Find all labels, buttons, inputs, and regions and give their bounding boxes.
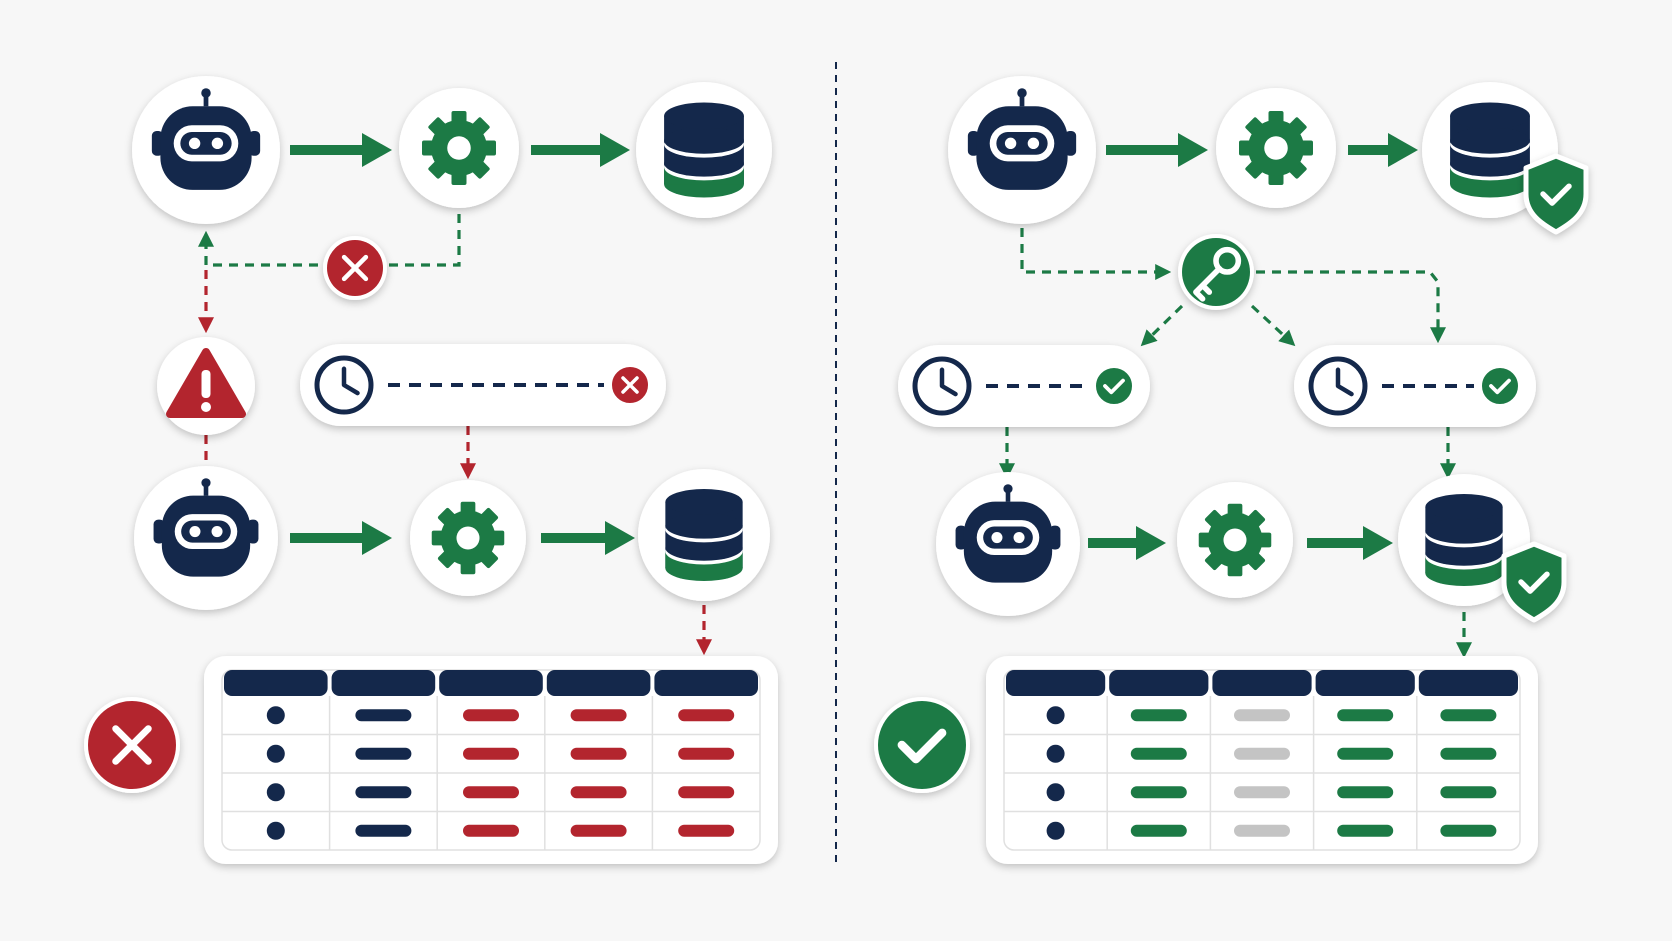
corrupted-results-table	[204, 656, 778, 864]
robot-agent-icon	[948, 76, 1096, 224]
cell-value-bar	[1440, 709, 1497, 722]
row-bullet	[1046, 821, 1065, 840]
robot-agent-icon	[132, 76, 280, 224]
robot-agent-icon	[134, 466, 278, 610]
credential-path-left	[1140, 304, 1184, 347]
flow-arrow	[1307, 526, 1393, 560]
check-mark-icon	[1480, 366, 1520, 406]
database-icon	[636, 82, 772, 218]
table-header-cell	[224, 670, 328, 696]
cell-value-bar	[678, 747, 735, 760]
row-bullet	[1046, 706, 1065, 725]
table-header-cell	[1418, 670, 1518, 696]
row-bullet	[1046, 744, 1065, 763]
row-bullet	[266, 744, 285, 763]
credential-path-right	[1256, 270, 1446, 344]
cell-value-bar	[1234, 824, 1290, 837]
warning-triangle-icon	[157, 337, 255, 435]
flow-arrow	[541, 521, 635, 555]
cell-value-bar	[1337, 786, 1394, 799]
cell-value-bar	[570, 709, 627, 722]
cell-value-bar	[570, 747, 627, 760]
cell-value-bar	[678, 786, 735, 799]
cell-value-bar	[1337, 747, 1394, 760]
credential-path-in	[1020, 228, 1172, 280]
nodes-layer	[84, 76, 1589, 864]
row-bullet	[266, 821, 285, 840]
database-icon	[638, 469, 770, 601]
check-mark-icon	[874, 697, 970, 793]
clock-icon	[314, 355, 374, 415]
table-header-cell	[1109, 670, 1209, 696]
table-header-cell	[439, 670, 543, 696]
row-bullet	[266, 783, 285, 802]
database-icon	[1398, 474, 1530, 606]
cell-value-bar	[1234, 786, 1290, 799]
cell-value-bar	[463, 709, 519, 722]
gear-icon	[1216, 88, 1336, 208]
shield-check-icon	[1523, 153, 1589, 235]
table-header-cell	[654, 670, 758, 696]
table-header-cell	[1315, 670, 1415, 696]
cell-value-bar	[1440, 824, 1497, 837]
cell-value-bar	[1440, 747, 1497, 760]
x-mark-icon	[610, 365, 650, 405]
flow-arrow	[1348, 133, 1418, 167]
cell-value-bar	[1337, 824, 1394, 837]
key-icon	[1178, 234, 1254, 310]
cell-value-bar	[1130, 747, 1187, 760]
cell-value-bar	[463, 824, 519, 837]
flow-arrow	[1106, 133, 1208, 167]
flow-arrow	[1088, 526, 1166, 560]
scheduled-retry-timeline	[898, 345, 1150, 427]
cell-value-bar	[1337, 709, 1394, 722]
cell-value-bar	[678, 824, 735, 837]
cell-value-bar	[355, 747, 412, 760]
gear-icon	[410, 480, 526, 596]
gear-icon	[399, 88, 519, 208]
cell-value-bar	[678, 709, 735, 722]
cell-value-bar	[1130, 709, 1187, 722]
shield-check-icon	[1501, 541, 1567, 623]
flow-arrow	[290, 521, 392, 555]
table-header-cell	[546, 670, 651, 696]
task-failed-badge	[323, 236, 387, 300]
table-header-cell	[331, 670, 436, 696]
cell-value-bar	[355, 709, 412, 722]
check-mark-icon	[1094, 366, 1134, 406]
cell-value-bar	[355, 824, 412, 837]
cell-value-bar	[570, 786, 627, 799]
row-bullet	[1046, 783, 1065, 802]
table-header-cell	[1212, 670, 1312, 696]
flow-arrow	[531, 133, 630, 167]
cell-value-bar	[463, 786, 519, 799]
robot-agent-icon	[936, 472, 1080, 616]
gear-icon	[1177, 482, 1293, 598]
cell-value-bar	[355, 786, 412, 799]
clock-icon	[1308, 356, 1368, 416]
cell-value-bar	[1130, 786, 1187, 799]
cell-value-bar	[1234, 709, 1290, 722]
cell-value-bar	[1440, 786, 1497, 799]
flow-arrow	[290, 133, 392, 167]
cell-value-bar	[463, 747, 519, 760]
x-mark-icon	[84, 697, 180, 793]
cell-value-bar	[1130, 824, 1187, 837]
row-bullet	[266, 706, 285, 725]
table-header-cell	[1006, 670, 1106, 696]
scheduled-retry-timeline	[300, 344, 666, 426]
cell-value-bar	[1234, 747, 1290, 760]
clock-icon	[912, 356, 972, 416]
scheduled-retry-timeline	[1294, 345, 1536, 427]
validated-results-table	[986, 656, 1538, 864]
cell-value-bar	[570, 824, 627, 837]
credential-path-mid	[1250, 304, 1296, 347]
